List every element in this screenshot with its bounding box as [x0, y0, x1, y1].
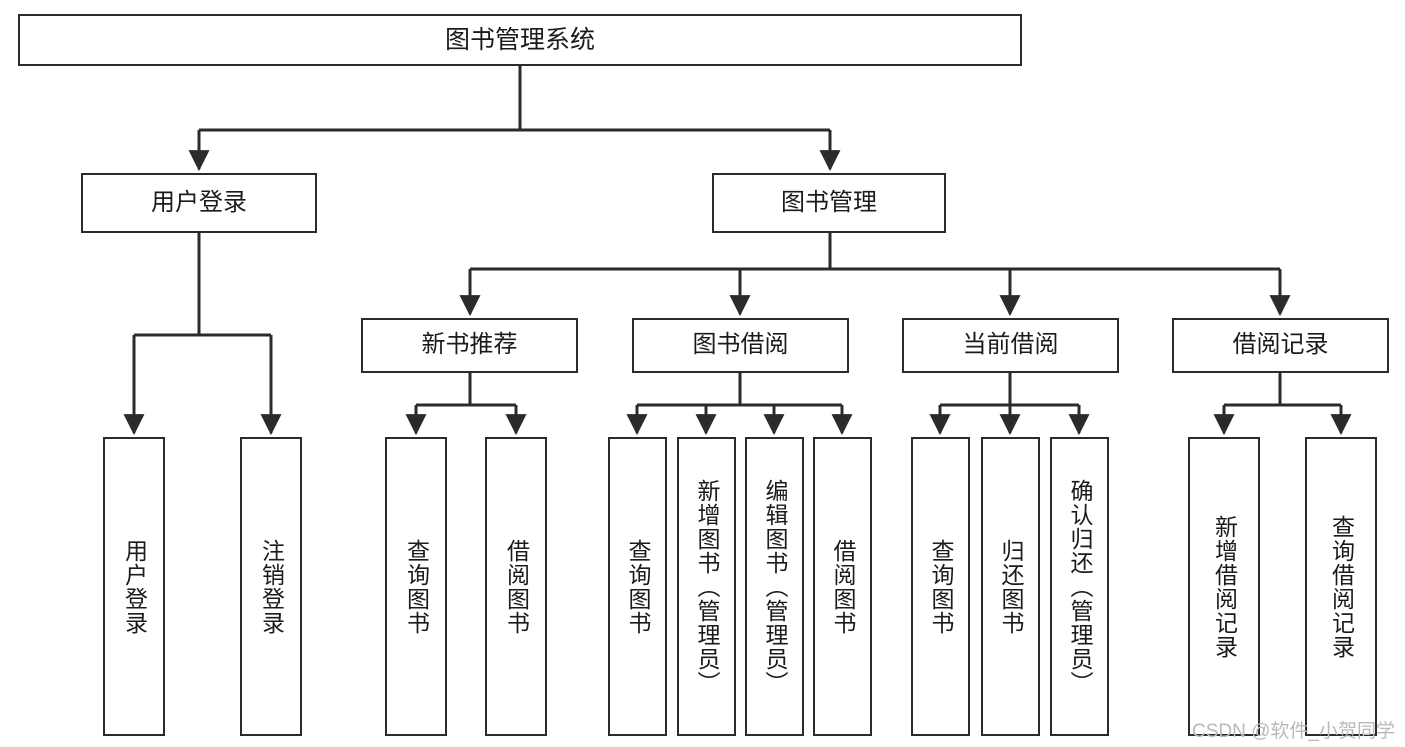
node-leaf-borrow-book[interactable]: 借阅图书 [813, 437, 872, 736]
node-leaf-return-book[interactable]: 归还图书 [981, 437, 1040, 736]
node-leaf-add-borrow-record-label: 新增借阅记录 [1211, 514, 1238, 659]
node-leaf-query-book-current-label: 查询图书 [928, 538, 954, 635]
node-level3-new-book-recommend-label: 新书推荐 [421, 331, 518, 359]
node-level2-user-login-label: 用户登录 [151, 188, 247, 216]
node-leaf-borrow-book-newbook-label: 借阅图书 [503, 538, 530, 635]
node-level3-new-book-recommend[interactable]: 新书推荐 [361, 318, 578, 373]
node-leaf-borrow-book-label: 借阅图书 [830, 538, 856, 635]
node-root[interactable]: 图书管理系统 [18, 14, 1022, 66]
node-leaf-query-book-borrow-label: 查询图书 [625, 538, 651, 635]
csdn-watermark: CSDN @软件_小贺同学 [1192, 721, 1395, 742]
node-leaf-user-login[interactable]: 用户登录 [103, 437, 165, 736]
node-leaf-add-book-admin-label: 新增图书（管理员） [694, 478, 720, 695]
node-leaf-add-book-admin[interactable]: 新增图书（管理员） [677, 437, 736, 736]
node-leaf-query-book-current[interactable]: 查询图书 [911, 437, 970, 736]
node-leaf-logout-label: 注销登录 [258, 538, 285, 635]
node-root-label: 图书管理系统 [444, 26, 595, 54]
node-leaf-query-book-newbook-label: 查询图书 [403, 538, 430, 635]
node-level3-borrow-records[interactable]: 借阅记录 [1172, 318, 1389, 373]
node-level3-borrow-records-label: 借阅记录 [1232, 331, 1329, 359]
node-level2-user-login[interactable]: 用户登录 [81, 173, 317, 233]
node-leaf-edit-book-admin-label: 编辑图书（管理员） [762, 478, 788, 695]
node-level2-book-management-label: 图书管理 [781, 188, 877, 216]
node-level3-book-borrow[interactable]: 图书借阅 [632, 318, 849, 373]
node-level3-current-borrow-label: 当前借阅 [962, 331, 1059, 359]
node-leaf-return-book-label: 归还图书 [998, 538, 1024, 635]
node-leaf-edit-book-admin[interactable]: 编辑图书（管理员） [745, 437, 804, 736]
node-leaf-query-borrow-record-label: 查询借阅记录 [1328, 514, 1355, 659]
node-leaf-add-borrow-record[interactable]: 新增借阅记录 [1188, 437, 1260, 736]
node-level2-book-management[interactable]: 图书管理 [712, 173, 946, 233]
node-leaf-confirm-return-admin[interactable]: 确认归还（管理员） [1050, 437, 1109, 736]
node-leaf-borrow-book-newbook[interactable]: 借阅图书 [485, 437, 547, 736]
node-level3-current-borrow[interactable]: 当前借阅 [902, 318, 1119, 373]
node-level3-book-borrow-label: 图书借阅 [692, 331, 789, 359]
node-leaf-query-borrow-record[interactable]: 查询借阅记录 [1305, 437, 1377, 736]
node-leaf-user-login-label: 用户登录 [121, 538, 148, 635]
node-leaf-query-book-newbook[interactable]: 查询图书 [385, 437, 447, 736]
node-leaf-query-book-borrow[interactable]: 查询图书 [608, 437, 667, 736]
node-leaf-logout[interactable]: 注销登录 [240, 437, 302, 736]
node-leaf-confirm-return-admin-label: 确认归还（管理员） [1067, 478, 1093, 695]
